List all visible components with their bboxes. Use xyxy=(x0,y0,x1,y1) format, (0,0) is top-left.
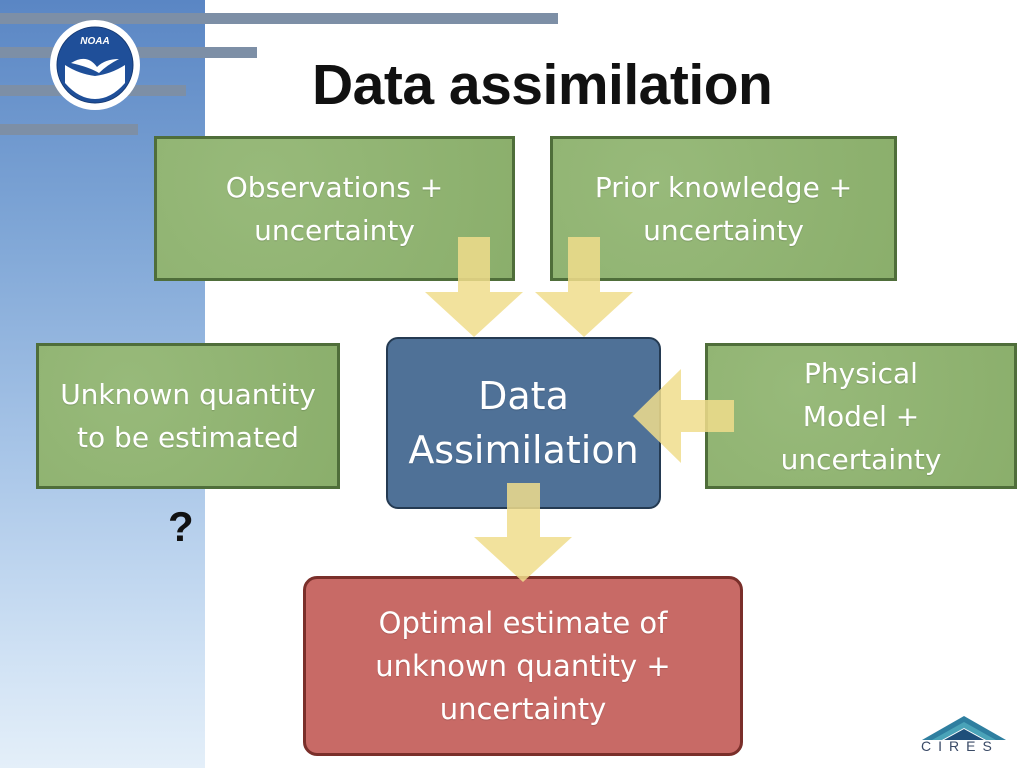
physical-line-1: Physical xyxy=(804,356,918,390)
optimal-line-2: unknown quantity + xyxy=(375,648,671,683)
prior-line-2: uncertainty xyxy=(643,213,804,247)
observations-line-1: Observations + xyxy=(225,170,444,204)
noaa-logo-text: NOAA xyxy=(80,36,109,47)
observations-line-2: uncertainty xyxy=(254,213,415,247)
unknown-line-2: to be estimated xyxy=(77,421,299,454)
page-title: Data assimilation xyxy=(312,53,773,117)
arrow-physical-to-center xyxy=(633,369,734,463)
header-stripe xyxy=(0,13,558,24)
data-assimilation-box: Data Assimilation xyxy=(386,337,661,509)
arrow-prior-to-center xyxy=(535,237,633,337)
observations-box: Observations + uncertainty xyxy=(154,136,515,281)
physical-line-3: uncertainty xyxy=(780,442,942,476)
physical-model-box: Physical Model + uncertainty xyxy=(705,343,1017,489)
unknown-quantity-box: Unknown quantity to be estimated xyxy=(36,343,340,489)
center-line-2: Assimilation xyxy=(408,428,639,472)
prior-line-1: Prior knowledge + xyxy=(594,170,853,204)
unknown-line-1: Unknown quantity xyxy=(60,378,316,411)
optimal-estimate-box: Optimal estimate of unknown quantity + u… xyxy=(303,576,743,756)
optimal-line-1: Optimal estimate of xyxy=(378,605,668,640)
question-mark: ? xyxy=(168,503,194,550)
prior-knowledge-box: Prior knowledge + uncertainty xyxy=(550,136,897,281)
arrow-observations-to-center xyxy=(425,237,523,337)
cires-logo xyxy=(922,716,1006,740)
header-stripe xyxy=(0,124,138,135)
cires-logo-text: CIRES xyxy=(921,738,999,754)
physical-line-2: Model + xyxy=(802,399,920,433)
optimal-line-3: uncertainty xyxy=(439,691,607,726)
arrow-center-to-optimal xyxy=(474,483,572,582)
center-line-1: Data xyxy=(478,374,569,418)
noaa-logo: NOAA xyxy=(50,20,140,110)
